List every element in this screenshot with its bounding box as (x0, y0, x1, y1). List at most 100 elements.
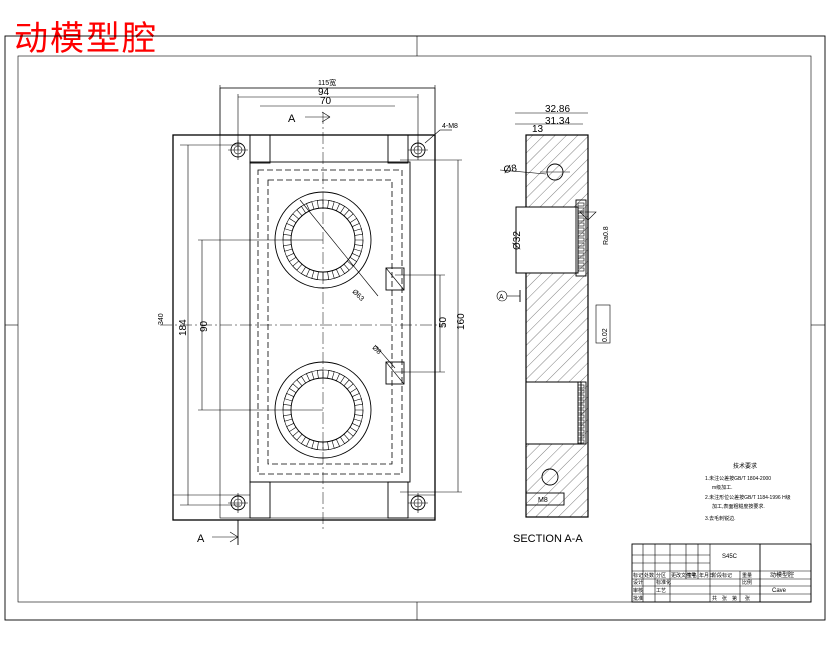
gear-tooth (349, 217, 360, 227)
gear-tooth (346, 427, 358, 437)
thread-m8: M8 (538, 497, 548, 504)
tb-cell: 标准化 (656, 579, 671, 586)
dim-height-note: 340 (158, 313, 165, 325)
dim-94: 94 (318, 87, 330, 98)
gear-tooth (300, 266, 310, 277)
gear-tooth (353, 228, 363, 236)
section-tooth (577, 424, 585, 429)
dim-184: 184 (178, 319, 189, 336)
section-tooth (577, 429, 585, 434)
gear-tooth (343, 209, 354, 220)
tb-cell: 工艺 (656, 588, 666, 594)
gear-tooth (336, 373, 346, 384)
section-tooth (577, 389, 585, 394)
tb-cell: 审核 (633, 587, 643, 594)
section-tooth (577, 414, 585, 419)
gear-tooth (353, 398, 363, 406)
section-tooth (577, 394, 585, 399)
screw-hole (228, 493, 248, 513)
dim-160: 160 (456, 313, 467, 330)
dim-3134: 31.34 (545, 116, 570, 127)
technical-notes: 技术要求 1.未注公差按GB/T 1804-2000 m级加工. 2.未注形位公… (705, 462, 791, 522)
dim-phi8-sec: Ø8 (503, 163, 518, 176)
section-tooth (577, 399, 585, 404)
gear-tooth (354, 409, 364, 417)
title-drawing-name: Cave (772, 588, 787, 594)
section-tooth (577, 247, 585, 252)
gear-tooth (354, 239, 364, 247)
tb-cell: 张 (745, 595, 750, 602)
gear-tooth (284, 392, 295, 402)
dim-50: 50 (438, 316, 449, 328)
title-block: S45C 动模型腔 Cave 标记 处数 分区 更改文件号 签名 年月日 设计 … (631, 543, 812, 603)
gear-tooth (340, 263, 350, 275)
screw-hole (408, 140, 428, 160)
tb-cell: 签名 (687, 572, 697, 579)
tb-cell: 重量 (742, 572, 752, 579)
notes-title: 技术要求 (733, 462, 757, 470)
gear-tooth (286, 253, 297, 263)
gear-tooth (292, 430, 303, 441)
gear-tooth (296, 375, 306, 387)
section-tooth (577, 237, 585, 242)
hole-callout: 4-M8 (442, 123, 458, 130)
section-tooth (577, 222, 585, 227)
gear-tooth (327, 370, 335, 380)
gear-tooth (282, 403, 292, 411)
gear-tooth (316, 369, 324, 379)
section-tooth (577, 242, 585, 247)
title-material: S45C (722, 554, 738, 560)
gear-tooth (288, 213, 300, 223)
tb-cell: 设计 (633, 579, 643, 586)
page-title: 动模型腔 (14, 20, 158, 58)
notes-line1b: m级加工. (712, 484, 733, 491)
gear-tooth (292, 260, 303, 271)
gear-tooth (311, 440, 319, 450)
mold-plate (172, 134, 436, 521)
gear-tooth (284, 222, 295, 232)
gear-tooth (283, 414, 293, 422)
screw-hole (408, 493, 428, 513)
tb-cell: 共 (712, 595, 717, 602)
section-tooth (577, 384, 585, 389)
gear-tooth (322, 441, 330, 451)
gear-tooth (305, 201, 315, 212)
section-tooth (577, 262, 585, 267)
section-tooth (577, 419, 585, 424)
dim-90: 90 (199, 320, 210, 332)
dim-70: 70 (320, 96, 332, 107)
dim-phi-gear: Ø63 (351, 288, 365, 302)
section-tooth (577, 227, 585, 232)
gear-tooth (288, 383, 300, 393)
tb-cell: 比例 (742, 579, 752, 586)
datum-a: A (499, 294, 504, 301)
section-tooth (577, 202, 585, 207)
section-tooth (577, 217, 585, 222)
section-tooth (577, 434, 585, 439)
dim-phi-8: Ø8 (371, 344, 383, 356)
section-mark-top: A (288, 113, 296, 125)
dim-phi32: Ø32 (512, 231, 523, 250)
title-part-name: 动模型腔 (770, 571, 794, 579)
gear-tooth (305, 371, 315, 382)
gear-tooth (340, 433, 350, 445)
section-caption: SECTION A-A (513, 533, 583, 545)
section-tooth (577, 207, 585, 212)
gear-cavity-bottom (274, 361, 372, 459)
gear-tooth (346, 257, 358, 267)
tb-cell: 处数 (644, 572, 654, 579)
gear-tooth (327, 200, 335, 210)
gear-tooth (282, 233, 292, 241)
gear-tooth (331, 438, 341, 449)
gear-tooth (316, 199, 324, 209)
outer-border (4, 35, 826, 621)
tb-cell: 批准 (633, 595, 643, 602)
gear-tooth (351, 418, 362, 428)
tb-cell: 分区 (656, 572, 666, 579)
gear-tooth (331, 268, 341, 279)
section-tooth (577, 252, 585, 257)
section-tooth (577, 267, 585, 272)
notes-line2b: 加工,表面粗糙度按要求. (712, 503, 765, 510)
roughness-mark: Ra0.8 (603, 226, 610, 245)
gear-tooth (286, 423, 297, 433)
